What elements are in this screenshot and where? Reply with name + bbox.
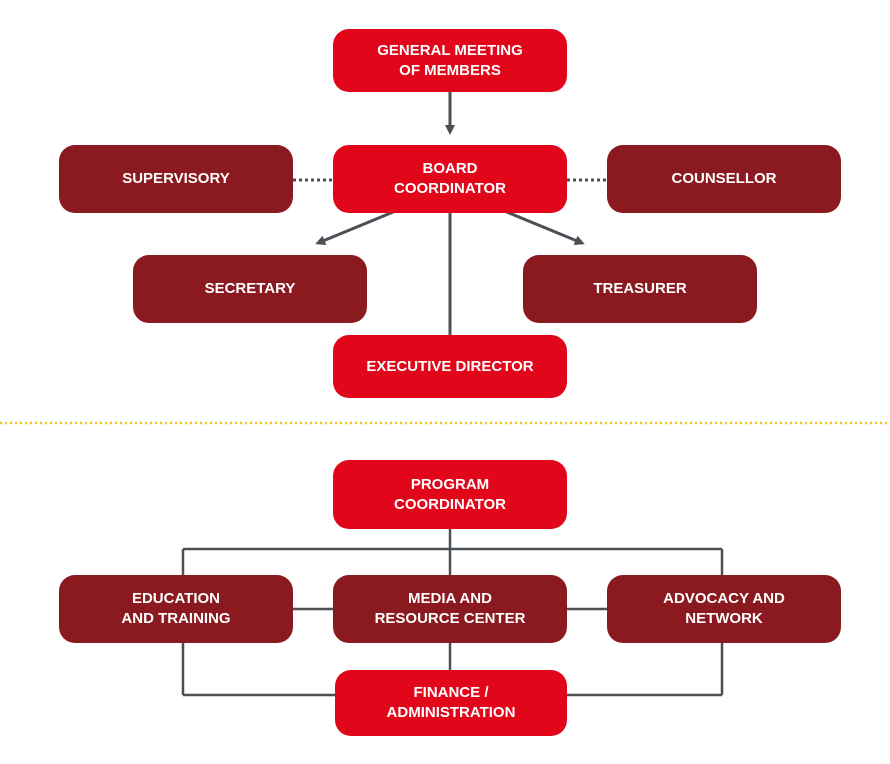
secretary-box: SECRETARY bbox=[133, 255, 367, 323]
media-resource-box: MEDIA AND RESOURCE CENTER bbox=[333, 575, 567, 643]
finance-administration-box: FINANCE / ADMINISTRATION bbox=[335, 670, 567, 736]
general-meeting-box: GENERAL MEETING OF MEMBERS bbox=[333, 29, 567, 92]
counsellor-box: COUNSELLOR bbox=[607, 145, 841, 213]
education-training-box: EDUCATION AND TRAINING bbox=[59, 575, 293, 643]
treasurer-box: TREASURER bbox=[523, 255, 757, 323]
arrow-board-to-secretary bbox=[315, 208, 399, 245]
arrow-board-to-treasurer bbox=[501, 208, 585, 245]
advocacy-network-box: ADVOCACY AND NETWORK bbox=[607, 575, 841, 643]
executive-director-box: EXECUTIVE DIRECTOR bbox=[333, 335, 567, 398]
supervisory-box: SUPERVISORY bbox=[59, 145, 293, 213]
program-coordinator-box: PROGRAM COORDINATOR bbox=[333, 460, 567, 529]
board-coordinator-box: BOARD COORDINATOR bbox=[333, 145, 567, 213]
